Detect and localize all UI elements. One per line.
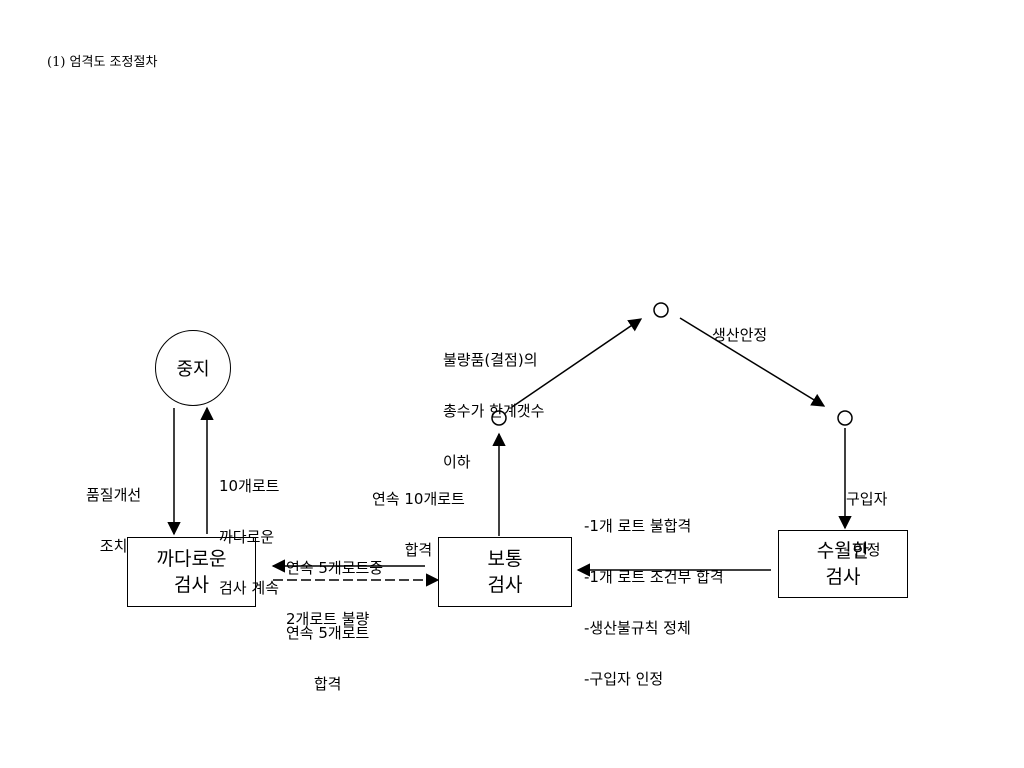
label-buyer-approval-line-2: 인정 [852, 541, 881, 559]
label-reduced-cond-4: -구입자 인정 [584, 670, 664, 688]
check-node-top [653, 302, 669, 318]
label-continue-strict-line-3: 검사 계속 [219, 579, 279, 597]
stop-node: 중지 [155, 330, 231, 406]
label-to-normal-from-strict-line-2: 합격 [313, 675, 342, 693]
label-defect-total: 불량품(결점)의 총수가 한계갯수 이하 [443, 318, 544, 488]
label-to-normal-from-strict: 연속 5개로트 합격 [286, 591, 369, 710]
normal-box-line-2: 검사 [487, 574, 523, 596]
label-consecutive-10: 연속 10개로트 합격 [372, 457, 465, 576]
reduced-box-line-1: 수월한 [816, 540, 870, 562]
strict-inspection-box: 까다로운 검사 [127, 537, 256, 607]
label-reduced-cond-2: -1개 로트 조건부 합격 [584, 568, 724, 586]
reduced-inspection-box: 수월한 검사 [778, 530, 908, 598]
label-buyer-approval-line-1: 구입자 [846, 490, 888, 508]
normal-inspection-box: 보통 검사 [438, 537, 572, 607]
arrow-top-to-right [679, 317, 826, 407]
label-continue-strict: 10개로트 까다로운 검사 계속 [219, 444, 280, 614]
label-to-strict-line-1: 연속 5개로트중 [286, 559, 384, 577]
reduced-box-line-2: 검사 [825, 566, 861, 588]
label-continue-strict-line-2: 까다로운 [219, 528, 275, 546]
heading: (1) 엄격도 조정절차 [47, 55, 158, 70]
label-to-strict-line-2: 2개로트 불량 [286, 610, 370, 628]
check-node-normal [491, 410, 507, 426]
label-consecutive-10-line-2: 합격 [404, 541, 433, 559]
arrow-check-to-top [511, 318, 643, 408]
strict-box-line-1: 까다로운 [156, 548, 227, 570]
strict-box-line-2: 검사 [174, 574, 209, 596]
label-to-normal-from-strict-line-1: 연속 5개로트 [286, 624, 370, 642]
label-reduced-cond-3: -생산불규칙 정체 [584, 619, 691, 637]
label-consecutive-10-line-1: 연속 10개로트 [372, 490, 465, 508]
normal-box-line-1: 보통 [487, 548, 523, 570]
check-node-right [837, 410, 853, 426]
label-production-stable: 생산안정 [712, 326, 768, 344]
label-quality-improve-line-1: 품질개선 [86, 486, 142, 504]
label-defect-total-line-3: 이하 [443, 453, 471, 471]
label-to-strict: 연속 5개로트중 2개로트 불량 [286, 526, 383, 645]
label-to-normal-from-reduced: -1개 로트 불합격 -1개 로트 조건부 합격 -생산불규칙 정체 -구입자 … [584, 484, 724, 705]
label-defect-total-line-1: 불량품(결점)의 [443, 351, 538, 369]
label-continue-strict-line-1: 10개로트 [219, 477, 280, 495]
stop-node-label: 중지 [176, 359, 210, 380]
label-reduced-cond-1: -1개 로트 불합격 [584, 517, 692, 535]
label-buyer-approval: 구입자 인정 [846, 457, 887, 576]
label-quality-improve: 품질개선 조치 [86, 453, 141, 572]
label-quality-improve-line-2: 조치 [99, 537, 128, 555]
label-defect-total-line-2: 총수가 한계갯수 [443, 402, 545, 420]
